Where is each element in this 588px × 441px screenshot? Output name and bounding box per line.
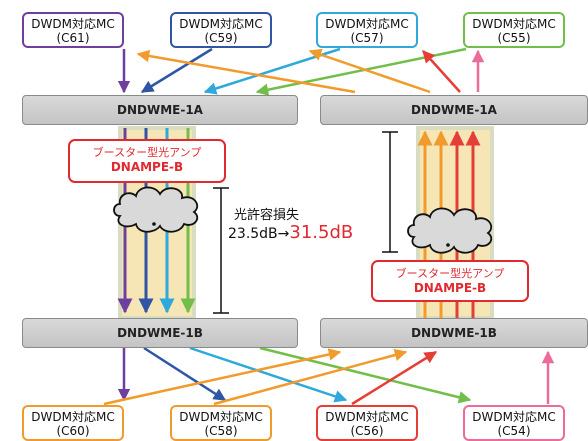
mc-box-name: DWDM対応MC [325,17,409,31]
bottom-down-connections [117,346,472,404]
mc-box-c56: DWDM対応MC (C56) [316,405,418,441]
connection-arrow [351,350,438,406]
connection-arrow [259,346,472,404]
mc-box-id: (C54) [497,424,531,438]
amplifier-box-left: ブースター型光アンプ DNAMPE-B [68,139,226,183]
mc-box-id: (C59) [204,31,238,45]
mc-box-id: (C58) [204,424,238,438]
dimension-marker [382,131,398,253]
mc-box-id: (C57) [350,31,384,45]
amplifier-model: DNAMPE-B [413,281,487,295]
mc-box-name: DWDM対応MC [179,410,263,424]
cloud-icon [113,186,199,233]
connection-arrow [422,50,461,93]
node-dndwme-1a-left: DNDWME-1A [22,95,298,125]
connection-arrow [140,47,213,94]
connection-arrow [255,47,467,96]
dimension-marker [213,187,229,314]
mc-box-name: DWDM対応MC [472,17,556,31]
loss-title: 光許容損失 [234,208,300,223]
mc-box-name: DWDM対応MC [472,410,556,424]
amplifier-label: ブースター型光アンプ [395,267,505,280]
connection-arrow [136,49,356,94]
amplifier-model: DNAMPE-B [110,160,184,174]
mc-box-c55: DWDM対応MC (C55) [463,12,565,48]
node-dndwme-1b-right: DNDWME-1B [320,318,588,348]
loss-value: 23.5dB→31.5dB [228,222,353,243]
connection-arrow [308,48,431,94]
loss-old-value: 23.5dB→ [228,226,290,242]
mc-box-name: DWDM対応MC [179,17,263,31]
connection-arrow [213,348,408,406]
node-dndwme-1a-right: DNDWME-1A [320,95,588,125]
mc-box-c61: DWDM対応MC (C61) [22,12,124,48]
mc-box-c59: DWDM対応MC (C59) [170,12,272,48]
connection-arrow [143,346,227,402]
amplifier-box-right: ブースター型光アンプ DNAMPE-B [371,260,529,302]
amplifier-label: ブースター型光アンプ [92,146,202,159]
mc-box-id: (C61) [56,31,90,45]
connection-arrow [189,346,348,403]
mc-box-name: DWDM対応MC [31,17,115,31]
mc-box-c58: DWDM対応MC (C58) [170,405,272,441]
mc-box-id: (C55) [497,31,531,45]
mc-box-c60: DWDM対応MC (C60) [22,405,124,441]
mc-box-c54: DWDM対応MC (C54) [463,405,565,441]
connection-arrow [103,348,342,406]
bottom-up-connections [103,348,555,406]
node-dndwme-1b-left: DNDWME-1B [22,318,298,348]
mc-box-id: (C56) [350,424,384,438]
mc-box-id: (C60) [56,424,90,438]
mc-box-c57: DWDM対応MC (C57) [316,12,418,48]
top-up-connections [136,48,485,94]
mc-box-name: DWDM対応MC [31,410,115,424]
loss-new-value: 31.5dB [289,222,354,243]
cloud-icon [407,207,493,254]
mc-box-name: DWDM対応MC [325,410,409,424]
